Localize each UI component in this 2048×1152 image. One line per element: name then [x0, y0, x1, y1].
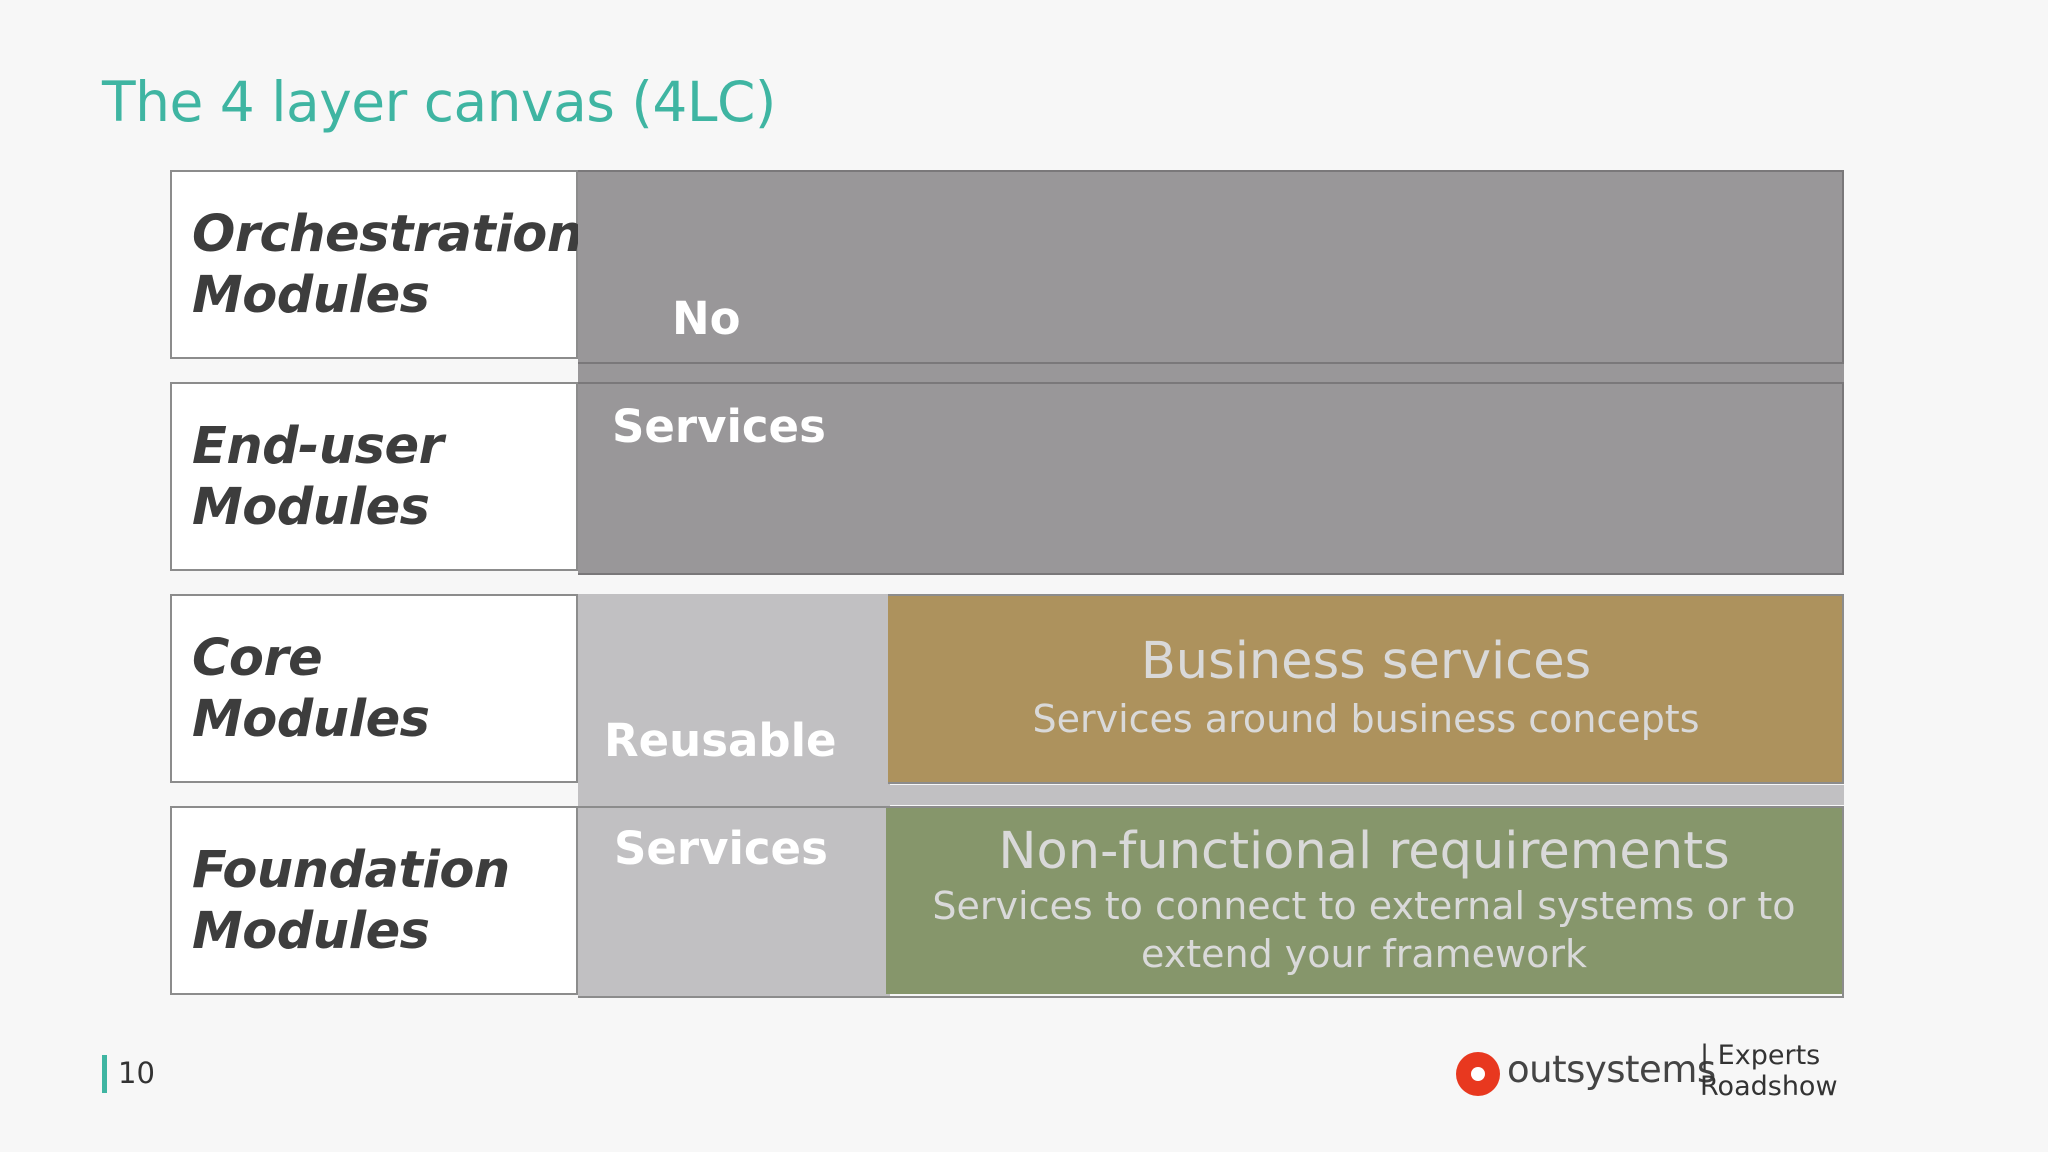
tagline-line2: Roadshow: [1700, 1071, 1838, 1102]
layer-label-foundation: Foundation Modules: [170, 806, 578, 995]
no-services-frame-bottom: [578, 382, 1844, 575]
layer-label-line1: Foundation: [192, 840, 510, 900]
reusable-services-block: [578, 594, 890, 996]
no-services-frame-top: [578, 170, 1844, 364]
reusable-services-word: Services: [614, 822, 828, 875]
outsystems-logo-icon: [1456, 1052, 1500, 1096]
non-functional-title: Non-functional requirements: [998, 822, 1730, 881]
no-services-word-services: Services: [612, 400, 826, 453]
reusable-word: Reusable: [604, 714, 837, 767]
foundation-frame: [578, 806, 1844, 998]
business-services-title: Business services: [1140, 632, 1592, 691]
layer-label-line2: Modules: [192, 901, 430, 961]
layer-label-line2: Modules: [192, 265, 430, 325]
slide-title: The 4 layer canvas (4LC): [102, 70, 776, 134]
non-functional-subtitle-line2: extend your framework: [1141, 932, 1587, 976]
layer-label-core: Core Modules: [170, 594, 578, 783]
layer-label-line1: Core: [192, 628, 323, 688]
layer-label-end-user: End-user Modules: [170, 382, 578, 571]
experts-roadshow-tagline: | Experts Roadshow: [1700, 1040, 1838, 1102]
layer-label-line2: Modules: [192, 477, 430, 537]
non-functional-subtitle-line1: Services to connect to external systems …: [932, 884, 1796, 928]
business-services-subtitle: Services around business concepts: [1032, 697, 1700, 741]
non-functional-box: [886, 806, 1842, 994]
reusable-services-gap: [890, 785, 1844, 805]
layer-label-line2: Modules: [192, 689, 430, 749]
layer-label-orchestration: Orchestration Modules: [170, 170, 583, 359]
outsystems-logo-text: outsystems: [1507, 1048, 1716, 1091]
no-services-block: [578, 170, 1844, 575]
business-services-box: [888, 594, 1844, 784]
tagline-line1: | Experts: [1700, 1040, 1821, 1071]
layer-label-line1: Orchestration: [192, 204, 583, 264]
no-services-word-no: No: [672, 292, 741, 345]
page-number-bar: [102, 1055, 107, 1093]
page-number: 10: [118, 1056, 155, 1090]
layer-label-line1: End-user: [192, 416, 444, 476]
